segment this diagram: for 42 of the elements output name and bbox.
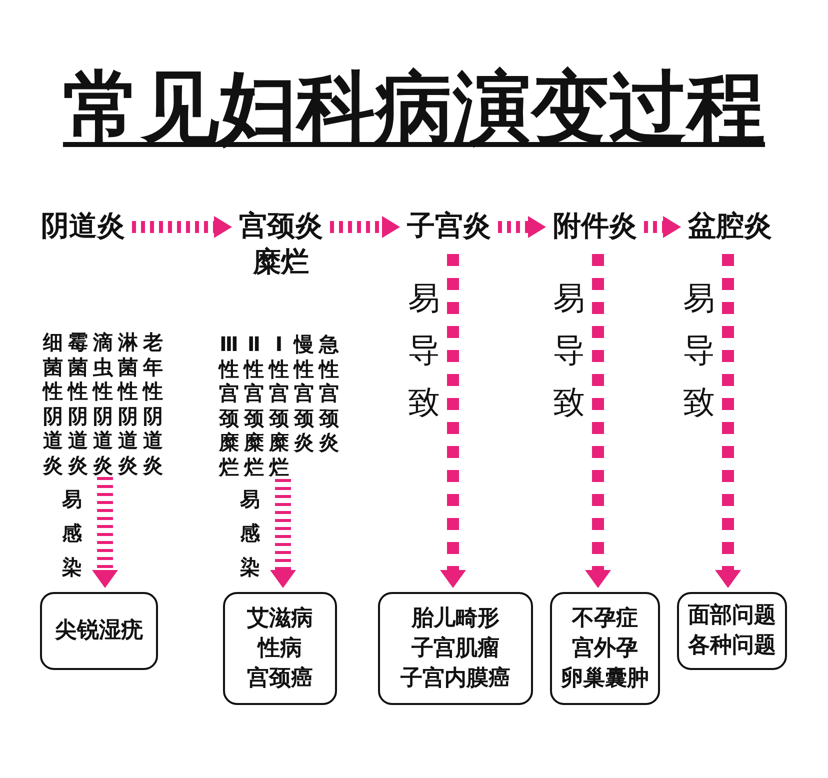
result-box <box>677 592 787 670</box>
vertical-text: Ⅲ性宫颈糜烂 <box>218 332 240 479</box>
result-box <box>550 592 660 705</box>
result-box <box>378 592 533 705</box>
title: 常见妇科病演变过程 <box>62 62 766 154</box>
disease-label: 盆腔炎 <box>685 208 775 246</box>
box-text: 子宫内膜癌 <box>400 664 510 692</box>
arrow <box>270 479 296 588</box>
box-text: 胎儿畸形 <box>412 604 500 632</box>
arrow <box>715 254 741 588</box>
arrow <box>585 254 611 588</box>
disease-label: 宫颈炎糜烂 <box>236 208 326 282</box>
box-text: 性病 <box>258 634 302 662</box>
box-text: 宫外孕 <box>572 634 638 662</box>
vertical-text: 细菌性阴道炎 <box>42 330 64 477</box>
disease-label: 附件炎 <box>550 208 640 246</box>
vertical-text: Ⅱ性宫颈糜烂 <box>243 332 265 479</box>
vertical-text: 霉菌性阴道炎 <box>67 330 89 477</box>
box-text: 不孕症 <box>572 604 638 632</box>
arrow <box>330 216 400 238</box>
vertical-text: 慢性宫颈炎 <box>293 332 315 454</box>
box-text: 子宫肌瘤 <box>412 634 500 662</box>
box-text: 面部问题 <box>688 602 776 630</box>
vertical-text: 老年性阴道炎 <box>142 330 164 477</box>
arrow <box>92 477 118 588</box>
result-box <box>223 592 337 705</box>
vertical-text: 淋菌性阴道炎 <box>117 330 139 477</box>
arrow <box>498 216 546 238</box>
arrow <box>132 216 232 238</box>
vertical-text: 急性宫颈炎 <box>318 332 340 454</box>
arrow <box>440 254 466 588</box>
vertical-text: 滴虫性阴道炎 <box>92 330 114 477</box>
box-text: 艾滋病 <box>247 604 313 632</box>
arrow <box>644 216 681 238</box>
disease-label: 子宫炎 <box>404 208 494 246</box>
box-text: 各种问题 <box>688 632 776 660</box>
disease-label: 阴道炎 <box>38 208 128 246</box>
result-box <box>40 592 158 670</box>
box-text: 宫颈癌 <box>247 664 313 692</box>
box-text: 卵巢囊肿 <box>561 664 649 692</box>
vertical-text: Ⅰ性宫颈糜烂 <box>268 332 290 479</box>
box-text: 尖锐湿疣 <box>55 617 143 645</box>
